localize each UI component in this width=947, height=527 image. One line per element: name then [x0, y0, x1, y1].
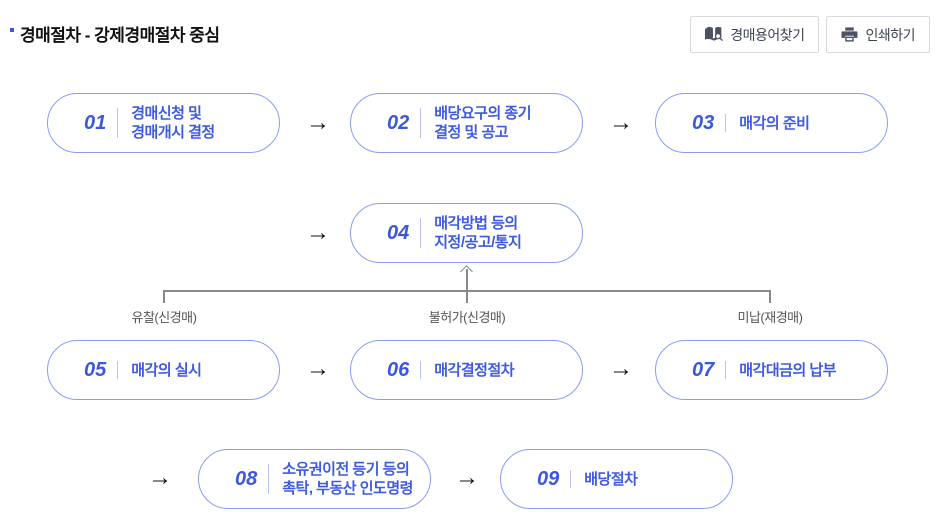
- step-divider: [420, 108, 422, 138]
- page-title-text: 경매절차 - 강제경매절차 중심: [20, 26, 220, 45]
- step-number: 05: [84, 358, 107, 381]
- branch-label-nonpayment: 미납(재경매): [737, 310, 803, 325]
- step-number: 06: [387, 358, 410, 381]
- step-divider: [268, 464, 270, 494]
- step-divider: [420, 218, 422, 248]
- print-button[interactable]: 인쇄하기: [826, 16, 930, 53]
- step-box-05: 05 매각의 실시: [47, 340, 280, 400]
- arrow-right-icon: →: [148, 464, 172, 491]
- glossary-search-button[interactable]: 경매용어찾기: [690, 16, 820, 53]
- step-label: 매각대금의 납부: [739, 361, 837, 379]
- arrow-right-icon: →: [609, 355, 633, 382]
- connector-tick-right: [769, 290, 771, 303]
- step-label: 매각결정절차: [434, 361, 515, 379]
- connector-tick-left: [163, 290, 165, 303]
- step-label: 배당절차: [584, 470, 638, 488]
- branch-label-disapproval: 불허가(신경매): [428, 310, 506, 325]
- printer-icon: [841, 26, 858, 43]
- branch-label-failed-bid: 유찰(신경매): [131, 310, 197, 325]
- arrow-right-icon: →: [306, 355, 330, 382]
- step-divider: [117, 361, 119, 379]
- step-number: 07: [692, 358, 715, 381]
- step-divider: [570, 470, 572, 488]
- connector-horizontal: [163, 290, 770, 292]
- glossary-search-label: 경매용어찾기: [730, 26, 805, 43]
- page-title: 경매절차 - 강제경매절차 중심: [10, 21, 220, 46]
- step-box-03: 03 매각의 준비: [655, 93, 888, 153]
- step-box-09: 09 배당절차: [500, 449, 733, 509]
- connector-vertical-center: [466, 269, 468, 303]
- step-label: 매각의 실시: [131, 361, 202, 379]
- step-divider: [420, 361, 422, 379]
- step-number: 04: [387, 221, 410, 244]
- step-box-06: 06 매각결정절차: [350, 340, 583, 400]
- title-bullet-square: [10, 28, 14, 32]
- step-divider: [725, 361, 727, 379]
- step-number: 08: [235, 467, 258, 490]
- print-label: 인쇄하기: [865, 26, 915, 43]
- arrow-right-icon: →: [609, 109, 633, 136]
- arrow-right-icon: →: [306, 219, 330, 246]
- step-divider: [725, 114, 727, 132]
- arrow-right-icon: →: [455, 464, 479, 491]
- step-number: 02: [387, 111, 410, 134]
- arrow-right-icon: →: [306, 109, 330, 136]
- step-number: 09: [537, 467, 560, 490]
- step-box-07: 07 매각대금의 납부: [655, 340, 888, 400]
- step-number: 03: [692, 111, 715, 134]
- step-number: 01: [84, 111, 107, 134]
- book-search-icon: [705, 26, 723, 43]
- toolbar: 경매용어찾기 인쇄하기: [690, 16, 930, 53]
- step-divider: [117, 108, 119, 138]
- step-label: 매각의 준비: [739, 114, 810, 132]
